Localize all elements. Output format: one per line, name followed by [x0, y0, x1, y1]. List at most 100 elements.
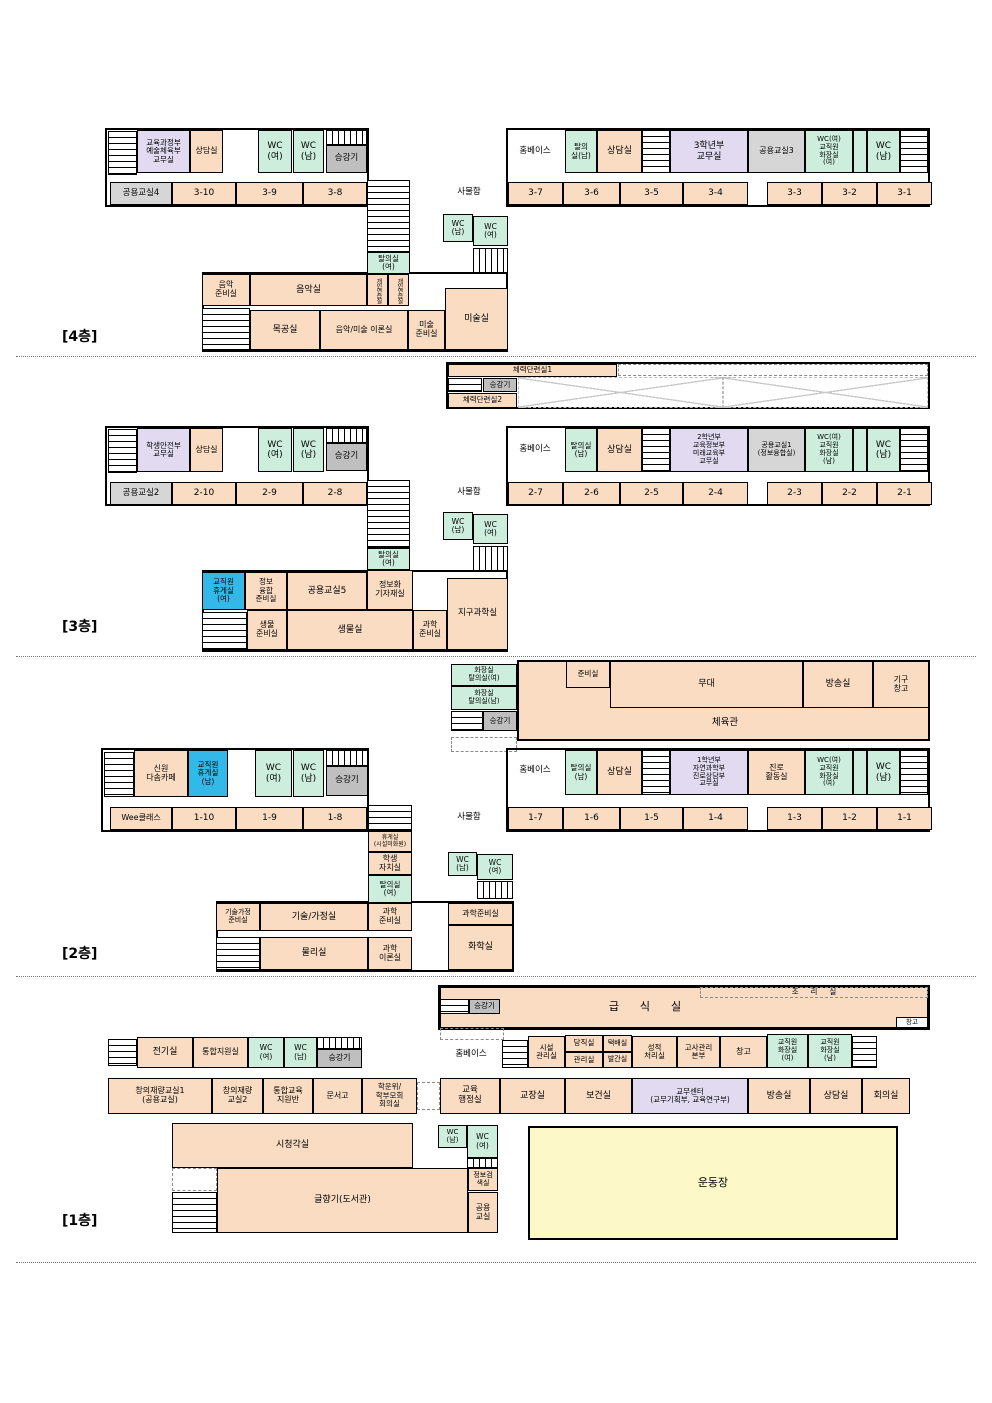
room: 방송실	[748, 1078, 810, 1114]
stairs-icon	[618, 364, 928, 376]
wc-room: WC (여)	[258, 428, 292, 472]
floor-separator	[16, 976, 976, 977]
lounge-room: 교직원 휴게실 (남)	[188, 750, 228, 797]
homebase-label: 홈베이스	[519, 444, 551, 455]
room: 1-7	[508, 807, 563, 830]
room: 생물실	[287, 610, 413, 650]
room: 전기실	[137, 1037, 193, 1068]
room: 정보화 기자재실	[367, 570, 413, 610]
floor-label-3f: [3층]	[62, 619, 98, 636]
stairs-icon	[900, 750, 928, 795]
wc-room: WC(여) 교직원 화장실 (여)	[805, 130, 853, 173]
room: 3-5	[620, 182, 683, 205]
area-label: 체육관	[711, 716, 739, 728]
office-room: 교육과정부 예술체육부 교무실	[137, 130, 190, 173]
wc-room: 화장실 탈의실(여)	[451, 664, 517, 686]
wc-room: 탈의실 (여)	[367, 252, 410, 274]
stairs-icon	[723, 377, 928, 408]
homebase-label: 홈베이스	[455, 1049, 487, 1060]
room: 정보검 색실	[468, 1168, 498, 1191]
stairs-icon	[502, 1040, 528, 1068]
elevator: 승강기	[317, 1049, 362, 1068]
room: 1-9	[236, 807, 303, 830]
room: 학운위/ 학부모회 회의실	[362, 1078, 417, 1114]
room: 3-10	[172, 182, 236, 205]
elevator: 승강기	[326, 145, 367, 173]
stairs-icon	[440, 1028, 504, 1040]
room: 2-3	[767, 482, 822, 505]
room: 상담실	[190, 428, 223, 472]
room: 생물 준비실	[247, 610, 287, 650]
office-room: 3학년부 교무실	[670, 130, 748, 173]
wc-room: WC (남)	[293, 750, 324, 797]
room: Wee클래스	[110, 807, 172, 830]
wc-room: 탈의실 (남)	[565, 428, 597, 472]
stairs-icon	[202, 308, 250, 350]
office-room: 2학년부 교육정보부 미래교육부 교무실	[670, 428, 748, 472]
room: 통합지원실	[193, 1037, 248, 1068]
elevator: 승강기	[483, 711, 517, 731]
locker-label: 사물함	[457, 187, 481, 198]
room: 교육 행정실	[440, 1078, 500, 1114]
room: 1-8	[303, 807, 367, 830]
wc-room: WC (남)	[443, 214, 473, 242]
room: 2-8	[303, 482, 367, 505]
room: 2-5	[620, 482, 683, 505]
locker-label: 사물함	[457, 812, 481, 823]
shared-classroom: 공용교실3	[748, 130, 805, 173]
stairs-icon	[467, 1158, 498, 1168]
room: 문서고	[313, 1078, 362, 1114]
room: 창고	[896, 1017, 928, 1028]
stairs-icon	[642, 750, 670, 795]
shared-classroom: 공용교실2	[110, 482, 172, 505]
room: 2-2	[822, 482, 877, 505]
room: 개인연습실	[367, 274, 388, 306]
wc-room: 탈의실 (남)	[565, 750, 597, 795]
room: 공용 교실	[468, 1192, 498, 1233]
office-room: 1학년부 자연과학부 진로상담부 교무실	[670, 750, 748, 795]
stairs-icon	[202, 612, 247, 650]
room: 3-3	[767, 182, 822, 205]
playground: 운동장	[528, 1126, 898, 1240]
room: 화학실	[448, 925, 513, 970]
stairs-icon	[852, 1036, 877, 1068]
room: 음악실	[250, 274, 367, 306]
wc-room: 탈의실 (여)	[368, 875, 412, 903]
wc-room: WC (남)	[448, 852, 477, 876]
room: 과학 준비실	[413, 610, 447, 650]
room: 학생 자치실	[368, 852, 412, 875]
stairs-icon	[642, 428, 670, 472]
room: 회의실	[862, 1078, 910, 1114]
room: 글향기(도서관)	[217, 1168, 468, 1233]
room: 신원 다솜카페	[134, 750, 188, 797]
outer-wall	[105, 426, 369, 506]
room: 미술 준비실	[408, 310, 445, 350]
wc-room: 교직원 화장실 (여)	[767, 1034, 808, 1068]
stairs-icon	[473, 546, 508, 571]
wc-room: WC (남)	[867, 130, 900, 173]
room: 체력단련실2	[448, 393, 517, 408]
room: 통합교육 지원반	[263, 1078, 313, 1114]
outer-wall	[438, 985, 930, 1030]
stairs-icon	[104, 752, 134, 797]
stairs-icon	[367, 180, 410, 252]
room: 1-1	[877, 807, 932, 830]
room: 1-10	[172, 807, 236, 830]
elevator: 승강기	[326, 443, 367, 471]
room: 상담실	[190, 130, 223, 173]
office-room: 교무센터 (교무기획부, 교육연구부)	[632, 1078, 748, 1114]
elevator: 승강기	[469, 999, 500, 1014]
outer-wall	[216, 901, 514, 972]
stairs-icon	[326, 750, 368, 766]
outer-wall	[105, 128, 369, 207]
outer-wall	[506, 426, 930, 506]
room: 상담실	[597, 428, 642, 472]
outer-wall	[101, 748, 369, 832]
room: 지구과학실	[447, 578, 508, 650]
wc-room: WC (여)	[467, 1125, 498, 1158]
stairs-icon	[417, 1082, 440, 1110]
room: 2-4	[683, 482, 748, 505]
room: 3-6	[563, 182, 620, 205]
wc-room: WC (여)	[477, 854, 513, 880]
